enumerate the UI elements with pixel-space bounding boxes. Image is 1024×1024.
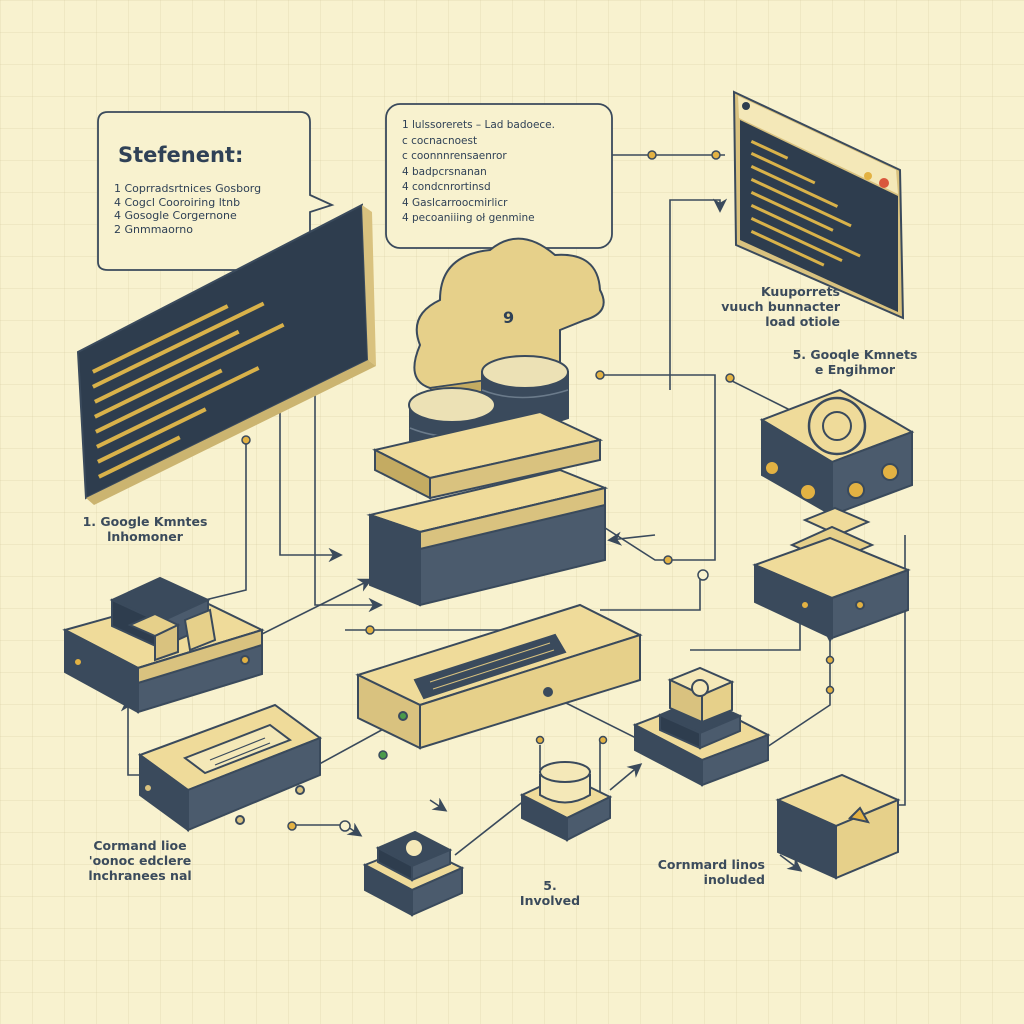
node-cube-small (362, 830, 465, 917)
callout-left-list: 1 Coprradsrtnices Gosborg 4 Cogcl Cooroi… (114, 182, 261, 236)
window-dot-icon (864, 172, 872, 180)
load-balancer-slab (355, 603, 643, 750)
engine-node (752, 388, 915, 640)
callout-left-title: Stefenent: (118, 143, 244, 167)
label-kubernetes: Kuuporrets vuuch bunnacter load otiole (721, 284, 840, 329)
connector-node (825, 685, 835, 695)
label-command-left: Cormand lioe 'oonoc edclere lnchranees n… (88, 838, 192, 883)
list-item: 4 badpcrsnanan (402, 165, 487, 178)
label-command-right: Cornmard linos inoluded (657, 857, 765, 887)
list-item: 4 Cogcl Cooroiring ltnb (114, 195, 241, 209)
list-item: 4 pecoaniiing oł genmine (402, 212, 535, 224)
connector-node (339, 820, 351, 832)
list-item: c coonnnrensaenror (402, 150, 507, 162)
node-left (62, 576, 265, 714)
connector-node (598, 735, 608, 745)
terminal-window-left (76, 203, 376, 505)
cloud-badge: 9 (503, 308, 514, 327)
node-right-middle (632, 666, 771, 787)
flower-icon (404, 838, 424, 858)
label-engine: 5. Gooqle Kmnets e Engihmor (792, 347, 918, 377)
connector-node (697, 569, 709, 581)
node-bottom-center (519, 761, 613, 842)
label-google: 1. Google Kmntes lnhomoner (82, 514, 208, 544)
container-box (775, 773, 901, 880)
label-involved: 5. Involved (519, 878, 581, 908)
connector-line (314, 355, 383, 613)
flower-icon (691, 679, 709, 697)
connector-line (204, 440, 247, 601)
terminal-window-right (732, 90, 905, 320)
list-item: c cocnacnoest (402, 134, 478, 147)
connector-line (279, 400, 343, 563)
connector-line (600, 374, 716, 561)
connector-node (595, 370, 605, 380)
list-item: 1 Coprradsrtnices Gosborg (114, 182, 262, 195)
connector-line (609, 763, 643, 791)
connector-node (535, 735, 545, 745)
connector-line (729, 379, 791, 411)
central-platform (366, 410, 609, 607)
cli-device (137, 703, 323, 832)
connector-node (647, 150, 657, 160)
list-item: 2 Gnmmaorno (114, 222, 193, 236)
database-icon (481, 355, 569, 428)
connector-line (429, 797, 448, 812)
list-item: 4 Gaslcarroocmirlicr (402, 196, 508, 209)
callout-bubble-left (97, 111, 335, 271)
connector-node (378, 750, 388, 760)
connector-line (249, 578, 373, 641)
keyboard-icon (413, 633, 567, 700)
connector-line (779, 854, 803, 872)
connector-node (725, 373, 735, 383)
window-close-icon (879, 178, 889, 188)
window-dot-icon (742, 102, 750, 110)
list-item: 4 condcnrortinsd (402, 181, 491, 193)
connector-node (825, 655, 835, 665)
list-item: 4 Gosogle Corgernone (114, 209, 237, 222)
star-icon (848, 806, 870, 824)
list-item: 1 lulssorerets – Lad badoece. (402, 119, 555, 131)
callout-top-list: 1 lulssorerets – Lad badoece. c cocnacno… (402, 118, 555, 227)
connector-line (600, 575, 701, 611)
connector-node (287, 821, 297, 831)
connector-line (669, 198, 728, 390)
connector-node (663, 555, 673, 565)
connector-line (607, 531, 656, 546)
connector-node (365, 625, 375, 635)
connector-line (454, 799, 526, 856)
connector-line (690, 620, 801, 651)
connector-node (241, 435, 251, 445)
connector-nodes (241, 150, 835, 832)
connector-node (711, 150, 721, 160)
